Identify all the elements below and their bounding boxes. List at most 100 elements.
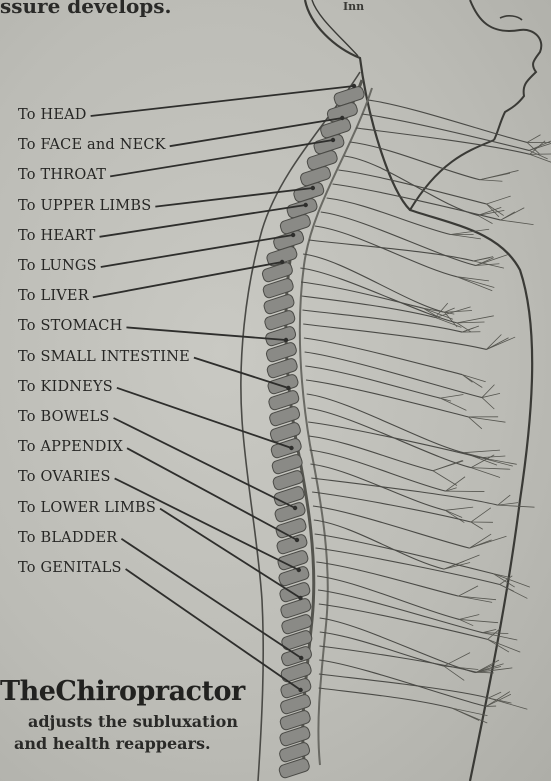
pointer-tip — [299, 656, 303, 660]
nerve-label: To SMALL INTESTINE — [18, 350, 190, 365]
caption-line-2: and health reappears. — [14, 734, 211, 753]
nerve-branch — [305, 352, 482, 398]
nerve-twig — [482, 393, 500, 397]
nerve-twig — [440, 398, 466, 410]
nerve-twig — [487, 196, 511, 204]
nerve-twig — [471, 522, 483, 529]
nerve-label: To HEART — [18, 229, 96, 244]
nerve-twig — [471, 508, 491, 522]
nerve-twig — [471, 468, 500, 478]
nerve-twig — [463, 453, 488, 459]
nerve-twig — [501, 208, 525, 220]
nerve-label: To STOMACH — [18, 319, 122, 334]
nerve-branch — [312, 492, 471, 522]
nerve-twig — [488, 639, 521, 652]
nerve-branches — [300, 100, 551, 723]
nerve-label: To BLADDER — [18, 531, 117, 546]
pointer-tip — [311, 186, 315, 190]
nerve-branch — [319, 604, 488, 639]
nerve-branch — [368, 100, 527, 142]
pointer-tip — [331, 138, 335, 142]
nerve-label: To LOWER LIMBS — [18, 501, 156, 516]
face-profile — [470, 0, 541, 140]
nerve-branch — [303, 310, 463, 332]
label-pointer — [160, 509, 300, 598]
nerve-twig — [530, 154, 551, 168]
nerve-twig — [459, 614, 479, 619]
nerve-twig — [486, 334, 501, 349]
label-pointer — [114, 418, 296, 508]
caption-title: TheChiropractor — [0, 676, 245, 707]
eye — [500, 16, 522, 20]
label-pointer — [91, 86, 354, 116]
nerve-twig — [462, 375, 486, 382]
pointer-tip — [298, 596, 302, 600]
nerve-label: To UPPER LIMBS — [18, 199, 151, 214]
nerve-branch — [314, 520, 444, 569]
pointer-tip — [298, 688, 302, 692]
neck-line — [410, 140, 494, 210]
nerve-twig — [444, 563, 470, 570]
nerve-branch — [306, 380, 468, 417]
label-pointer — [155, 188, 313, 207]
nerve-twig — [529, 142, 551, 150]
nerve-twig — [527, 135, 540, 143]
nerve-twig — [486, 338, 508, 350]
nerve-label: To THROAT — [18, 168, 106, 183]
nerve-twig — [458, 596, 496, 600]
nerve-branch — [319, 660, 486, 706]
nerve-twig — [444, 653, 470, 666]
label-pointer — [93, 262, 282, 297]
pointer-tip — [340, 116, 344, 120]
nerve-twig — [457, 316, 494, 323]
nerve-branch — [319, 646, 476, 672]
nerve-label: To APPENDIX — [18, 440, 123, 455]
nerve-branch — [309, 240, 473, 261]
nerve-branch — [356, 128, 530, 154]
nerve-label: To BOWELS — [18, 410, 110, 425]
nerve-twig — [457, 277, 495, 288]
nerve-branch — [307, 408, 471, 468]
label-pointer — [101, 235, 293, 267]
nerve-label: To FACE and NECK — [18, 138, 166, 153]
nerve-twig — [488, 698, 527, 709]
nerve-twig — [463, 450, 500, 453]
pointer-tip — [286, 386, 290, 390]
nerve-label: To LUNGS — [18, 259, 97, 274]
nerve-twig — [471, 468, 510, 470]
nerve-twig — [480, 456, 505, 458]
pointer-tip — [304, 203, 308, 207]
nerve-branch — [303, 324, 486, 349]
nerve-twig — [498, 505, 535, 507]
pointer-tip — [293, 506, 297, 510]
nerve-twig — [452, 708, 487, 716]
nerve-branch — [308, 422, 480, 458]
nerve-twig — [480, 173, 510, 180]
pointer-tip — [284, 338, 288, 342]
nerve-twig — [483, 629, 497, 632]
nerve-twig — [457, 323, 471, 332]
nerve-branch — [307, 394, 464, 453]
nerve-twig — [446, 477, 465, 491]
nerve-twig — [450, 234, 480, 238]
nerve-twig — [487, 204, 504, 216]
label-pointer — [117, 388, 292, 448]
nerve-label: To LIVER — [18, 289, 89, 304]
label-pointer — [126, 569, 301, 690]
nerve-branch — [321, 212, 476, 266]
nerve-twig — [482, 398, 494, 409]
nerve-twig — [482, 385, 494, 398]
nerve-twig — [458, 586, 478, 596]
caption-line-1: adjusts the subluxation — [28, 712, 238, 731]
nerve-branch — [313, 506, 469, 548]
nerve-twig — [487, 204, 499, 217]
nerve-twig — [480, 180, 503, 182]
pointer-tip — [280, 260, 284, 264]
nerve-twig — [501, 220, 534, 225]
nerve-branch — [310, 464, 445, 510]
label-pointer — [121, 539, 301, 658]
nerve-label: To GENITALS — [18, 561, 122, 576]
pointer-tip — [352, 84, 356, 88]
pointer-tip — [289, 446, 293, 450]
